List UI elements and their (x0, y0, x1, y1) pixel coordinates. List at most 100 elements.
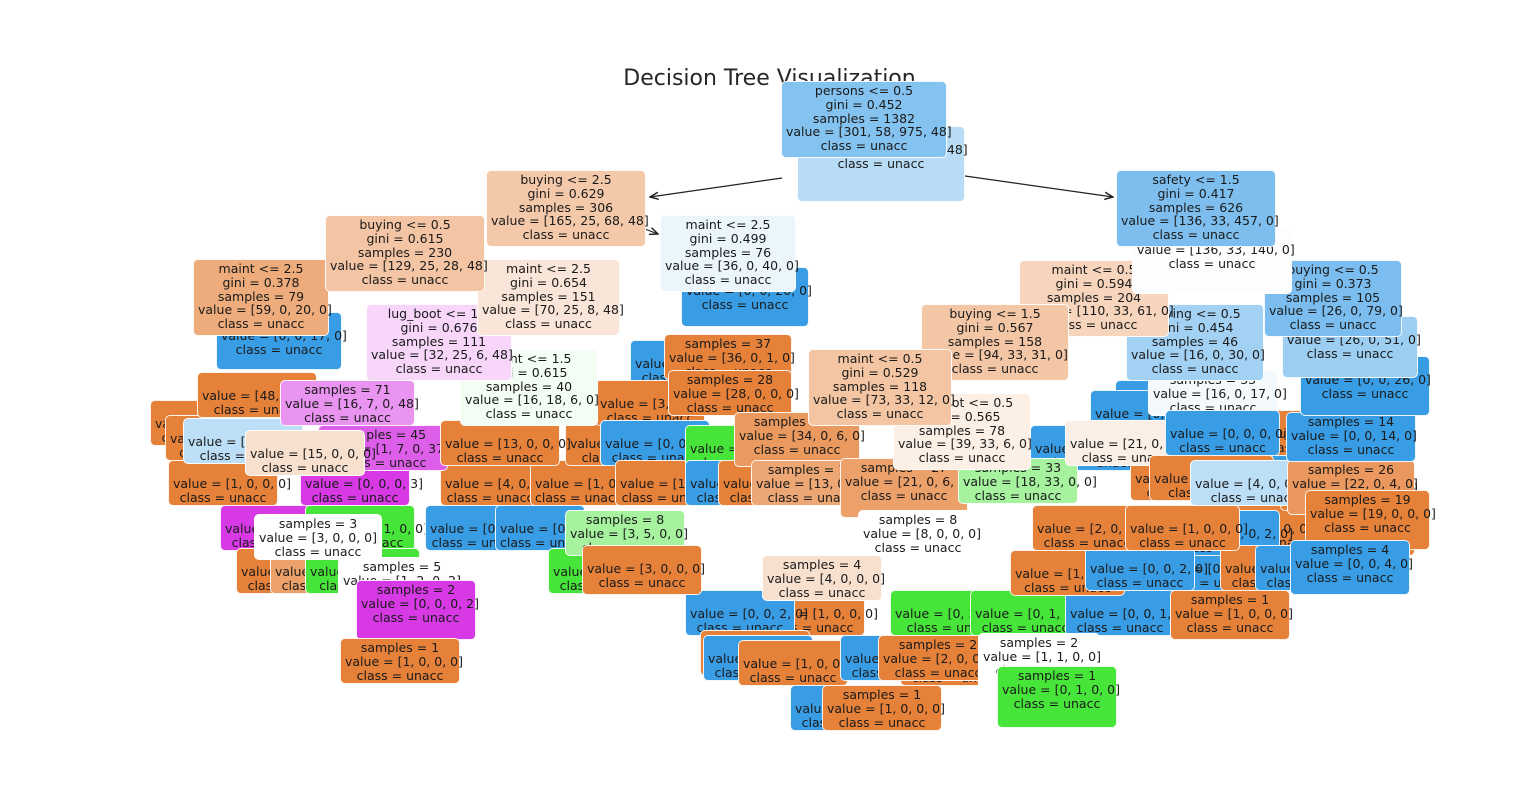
node-line: class = unacc (837, 155, 925, 171)
node-line: value = [36, 0, 1, 0] (669, 349, 795, 365)
chart-title: Decision Tree Visualization (623, 66, 916, 91)
node-line: value = [22, 0, 4, 0] (1292, 475, 1418, 491)
node-line: lug_boot <= 1.5 (387, 306, 491, 321)
node-line: buying <= 0.5 (1287, 262, 1379, 277)
node-line: value = [0, 0, 2, 0] (690, 605, 808, 621)
node-line: gini = 0.615 (366, 230, 444, 246)
node-line: class = unacc (701, 296, 789, 312)
node-line: samples = 204 (1046, 289, 1142, 305)
edge-root-right (964, 175, 1113, 197)
node-line: value = [1, 0, 0, 0] (345, 653, 463, 669)
node-line: persons <= 0.5 (814, 83, 914, 98)
node-line: value = [3, 5, 0, 0] (570, 525, 688, 541)
tree-node: value = [0, 1, 0, 0]class = unacc (970, 590, 1093, 636)
node-line: samples = 118 (832, 378, 928, 394)
node-line: samples = 5 (362, 559, 442, 574)
node-line: class = unacc (836, 406, 924, 422)
edge-root-left (650, 177, 783, 197)
node-line: gini = 0.567 (956, 319, 1034, 335)
node-line: value = [129, 25, 28, 48] (330, 258, 488, 274)
node-line: value = [16, 18, 6, 0] (465, 392, 599, 408)
node-line: class = unacc (820, 138, 908, 154)
node-line: gini = 0.454 (1156, 319, 1234, 335)
node-line: class = unacc (213, 401, 301, 417)
node-line: class = unacc (1307, 441, 1395, 457)
node-line: samples = 2 (999, 635, 1079, 650)
node-line: samples = 306 (518, 199, 614, 215)
node-line: value = [21, 0, 0, 0] (1070, 435, 1196, 451)
edge-buying-maint (644, 229, 658, 234)
node-line: safety <= 1.5 (1152, 172, 1240, 187)
node-line: samples = 28 (686, 372, 774, 387)
node-line: gini = 0.378 (222, 274, 300, 290)
node-line: value = [8, 0, 0, 0] (863, 525, 981, 541)
node-line (1170, 413, 1275, 427)
node-line: samples = 79 (217, 288, 305, 304)
node-line: samples = 46 (1151, 333, 1239, 349)
tree-node: value = [3, 0, 0, 0]class = unacc (582, 545, 705, 595)
node-line: class = unacc (356, 667, 444, 683)
node-line: value = [59, 0, 20, 0] (198, 302, 332, 318)
node-line: class = unacc (1043, 534, 1131, 550)
node-line: class = unacc (1306, 345, 1394, 361)
node-line (587, 548, 697, 562)
node-line: value = [94, 33, 31, 0] (926, 347, 1068, 363)
tree-node: value = [0, 0, 0, 0]class = unacc (1165, 410, 1288, 456)
node-line: value = [1, 1, 0, 0] (983, 648, 1101, 664)
node-line: samples = 151 (501, 288, 596, 304)
node-line: class = unacc (1076, 619, 1164, 635)
node-line: class = unacc (311, 489, 399, 505)
node-line: buying <= 0.5 (1149, 306, 1241, 321)
node-line: class = unacc (684, 272, 772, 288)
node-line: class = unacc (767, 489, 855, 505)
node-line: samples = 14 (1307, 414, 1395, 429)
node-line: maint <= 0.5 (1051, 262, 1137, 277)
node-line: buying <= 2.5 (520, 172, 612, 187)
node-line: value = [1, 0, 0, 0] (743, 655, 861, 671)
node-line: class = unacc (1096, 574, 1184, 590)
node-line: value = [0, 1, 0, 0] (975, 605, 1093, 621)
node-line: value = [136, 33, 457, 0] (1121, 213, 1279, 229)
node-line: class = unacc (974, 487, 1062, 503)
node-line: samples = 1 (1017, 668, 1097, 683)
node-line: maint <= 2.5 (506, 261, 591, 276)
node-line: class = unacc (446, 489, 534, 505)
node-line: samples = 19 (1324, 492, 1411, 507)
node-line: class = unacc (1050, 317, 1138, 333)
node-line: class = unacc (860, 487, 948, 503)
node-line: class = unacc (749, 669, 837, 685)
tree-node: value = [1, 0, 0, 0]class = unacc (738, 640, 861, 686)
node-line: class = unacc (1151, 361, 1239, 377)
node-line: samples = 3 (278, 516, 358, 531)
node-line: value = [165, 25, 68, 48] (491, 213, 649, 229)
tree-node: value = [4, 0, 0, 0]class = unacc (440, 460, 563, 506)
node-line: class = unacc (981, 619, 1069, 635)
node-line: class = unacc (753, 441, 841, 457)
node-line: value = [32, 25, 6, 48] (371, 347, 513, 363)
node-line: samples = 158 (947, 333, 1043, 349)
node-line: value = [0, 0, 1, 0] (1070, 605, 1188, 621)
node-line: class = unacc (894, 664, 982, 680)
node-line: class = unacc (918, 450, 1006, 466)
node-line: value = [70, 25, 8, 48] (482, 302, 624, 318)
node-line: maint <= 2.5 (218, 261, 304, 276)
node-line: class = unacc (179, 489, 267, 505)
node-line: class = unacc (217, 316, 305, 332)
node-line: value = [4, 0, 0, 0] (445, 475, 563, 491)
node-line: class = unacc (1179, 439, 1266, 455)
node-line: class = unacc (1321, 385, 1409, 401)
node-line: value = [26, 0, 79, 0] (1269, 303, 1403, 319)
node-line: samples = 4 (1310, 542, 1390, 557)
tree-node: value = [0, 0, 2, 0]class = unacc (1085, 545, 1208, 591)
